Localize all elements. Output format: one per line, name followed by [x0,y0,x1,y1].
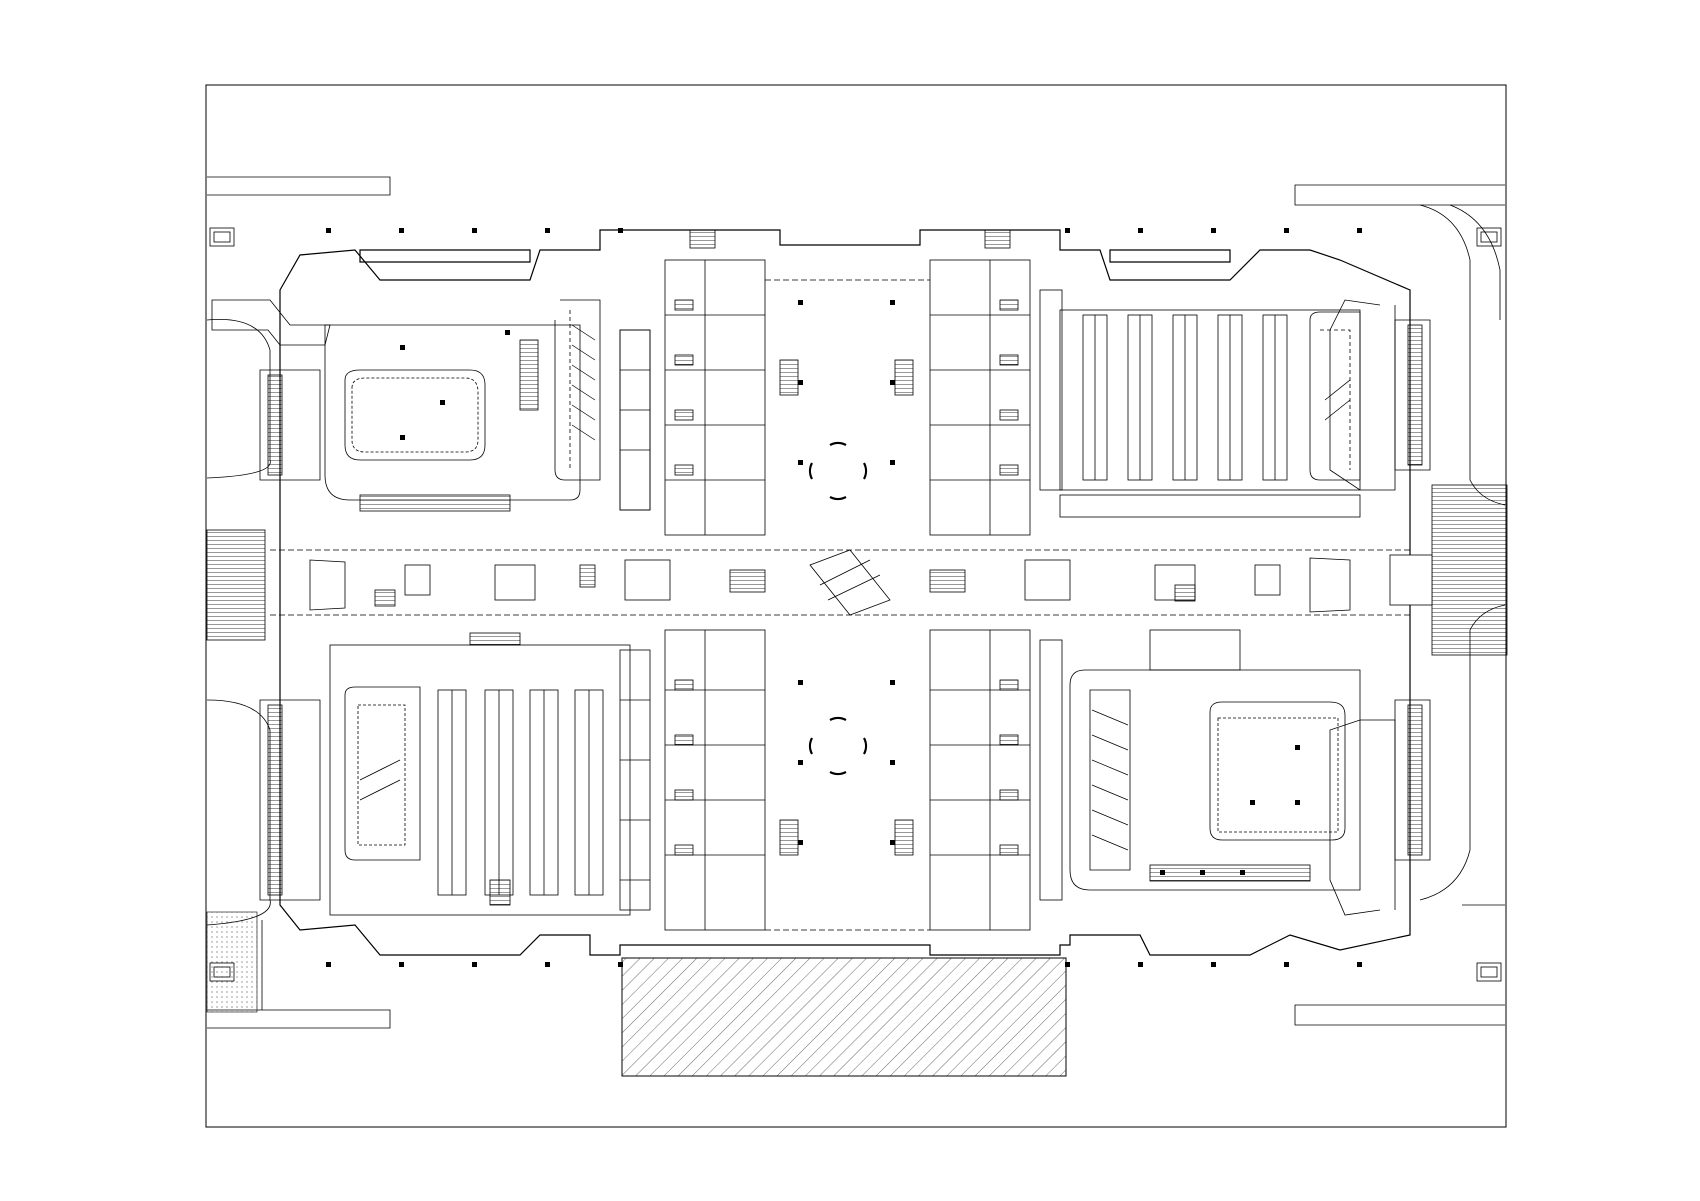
south-hatched-area [621,957,1067,1077]
column-grid [326,228,1362,967]
west-entrance-steps [206,529,266,641]
east-entrance-steps [1431,484,1508,656]
planted-area [206,911,258,1013]
building-outline [279,229,1411,956]
wing-stairs [211,299,1431,916]
east-west-corridor [270,549,1410,616]
south-east-block [1039,629,1361,901]
central-concourse [765,279,930,931]
south-west-block [329,632,651,916]
north-west-block [324,299,651,512]
corner-stairs [209,227,1502,982]
west-retail-column [664,229,799,931]
east-retail-column [894,229,1031,931]
north-east-block [1039,289,1361,518]
